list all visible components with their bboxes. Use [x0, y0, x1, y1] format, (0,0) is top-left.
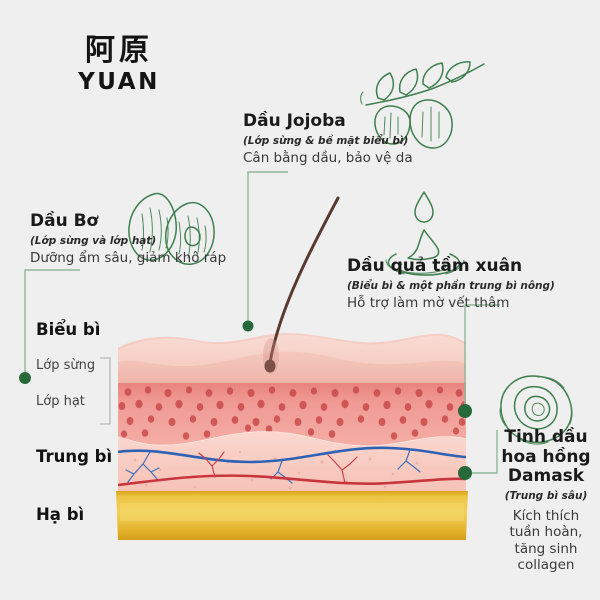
leader-rosehip	[464, 304, 500, 405]
dot-avocado	[19, 372, 31, 384]
callout-damask-rose-title-line1: Tinh dầu	[504, 427, 588, 447]
callout-damask-rose-title-line2: hoa hồng	[501, 446, 591, 467]
hypodermis-layer	[116, 491, 468, 540]
callout-damask-rose: Tinh dầu hoa hồng Damask (Trung bì sâu) …	[494, 427, 598, 574]
hair-follicle-bulb	[264, 359, 276, 373]
callout-damask-rose-subtitle: (Trung bì sâu)	[504, 490, 588, 503]
callout-rosehip-description: Hỗ trợ làm mờ vết thâm	[347, 295, 510, 312]
callout-damask-rose-description-line4: collagen	[517, 557, 575, 574]
label-epidermis-sublayer-1: Lớp sừng	[36, 358, 96, 373]
rose-bloom-icon	[499, 375, 573, 445]
leader-lines	[19, 171, 500, 480]
callout-jojoba-subtitle: (Lớp sừng & bề mặt biểu bì)	[243, 134, 409, 147]
callout-jojoba: Dầu Jojoba (Lớp sừng & bề mặt biểu bì) C…	[243, 111, 413, 167]
callout-jojoba-title: Dầu Jojoba	[243, 111, 346, 131]
hypodermis-highlight	[120, 503, 464, 521]
brand-logo: 阿原 YUAN	[44, 36, 194, 97]
callout-jojoba-description: Cân bằng dầu, bảo vệ da	[243, 150, 413, 167]
epidermis-sublayer-bracket	[100, 357, 111, 425]
callout-rosehip: Dầu quả tầm xuân (Biểu bì & một phần tru…	[347, 256, 555, 312]
hair-follicle-shadow	[263, 338, 279, 374]
callout-damask-rose-description-line2: tuần hoàn,	[509, 524, 583, 541]
callout-rosehip-title: Dầu quả tầm xuân	[347, 256, 523, 276]
callout-damask-rose-title-line3: Damask	[507, 466, 585, 487]
brand-logo-latin: YUAN	[78, 69, 160, 95]
callout-avocado-description: Dưỡng ẩm sâu, giảm khô ráp	[30, 250, 227, 267]
skin-cross-section	[116, 196, 468, 540]
callout-avocado-title: Dầu Bơ	[30, 211, 99, 231]
jojoba-branch-icon	[360, 61, 485, 149]
leader-avocado	[24, 269, 80, 372]
callout-avocado-subtitle: (Lớp sừng và lớp hạt)	[30, 234, 157, 247]
avocado-halves-icon	[128, 192, 215, 265]
leader-damask-rose	[465, 430, 498, 474]
blue-vessel	[118, 446, 466, 484]
dot-damask-rose	[458, 466, 472, 480]
epidermis-highlight	[118, 334, 466, 367]
droplet-ripple-icon	[385, 191, 465, 276]
label-dermis: Trung bì	[36, 447, 113, 466]
leader-jojoba	[247, 171, 288, 322]
dot-jojoba	[242, 320, 254, 332]
brand-logo-cn: 阿原	[85, 33, 153, 68]
label-epidermis: Biểu bì	[36, 320, 101, 339]
callout-damask-rose-description-line1: Kích thích	[512, 507, 580, 524]
dot-rosehip	[458, 404, 472, 418]
label-epidermis-sublayer-2: Lớp hạt	[36, 394, 85, 409]
callout-damask-rose-description-line3: tăng sinh	[514, 540, 578, 557]
callout-avocado: Dầu Bơ (Lớp sừng và lớp hạt) Dưỡng ẩm sâ…	[30, 211, 227, 267]
callout-rosehip-subtitle: (Biểu bì & một phần trung bì nông)	[347, 279, 555, 292]
granular-cells	[118, 386, 466, 440]
red-vessel	[118, 451, 466, 487]
hair-strand	[268, 196, 340, 368]
label-hypodermis: Hạ bì	[36, 505, 85, 524]
